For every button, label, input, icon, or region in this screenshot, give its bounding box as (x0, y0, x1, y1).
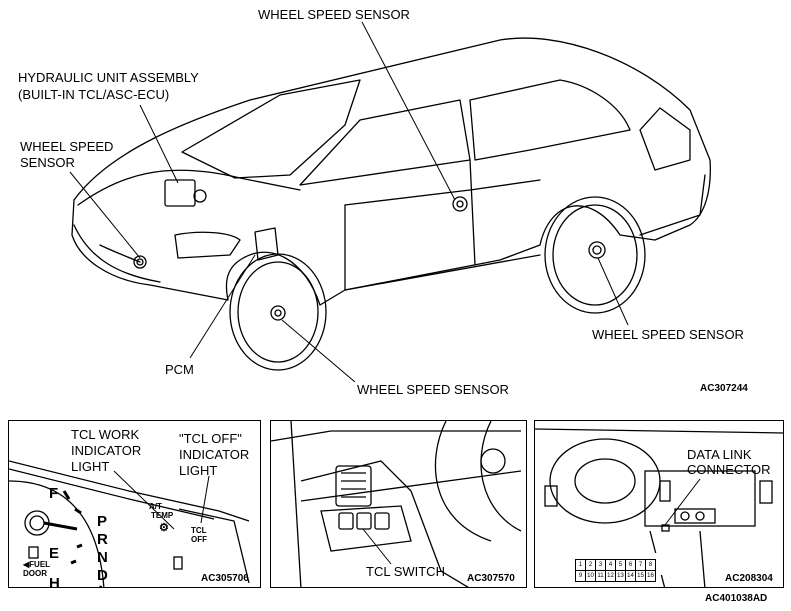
tcl-work-line1: TCL WORK (71, 427, 140, 442)
gear-r: R (97, 531, 108, 548)
dlc-pin: 16 (645, 570, 656, 582)
label-hydraulic-unit-line2: (BUILT-IN TCL/ASC-ECU) (18, 87, 170, 102)
figure-code: AC401038AD (705, 593, 768, 604)
label-bottom-wheel-speed-sensor: WHEEL SPEED SENSOR (357, 382, 509, 397)
main-figure-code: AC307244 (700, 383, 748, 394)
gear-p: P (97, 513, 108, 530)
gear-dash: - (99, 581, 103, 588)
fuel-gauge-f: F (49, 485, 59, 502)
tcl-off-line2: INDICATOR (179, 447, 250, 462)
hydraulic-unit (164, 179, 196, 207)
sensor-rear-right (588, 241, 606, 259)
label-hydraulic-unit-line1: HYDRAULIC UNIT ASSEMBLY (18, 70, 199, 85)
tcl-off-line3: LIGHT (179, 463, 218, 478)
panel2-code: AC307570 (467, 573, 515, 584)
tcl-indicator-icon: ⚙ (159, 522, 169, 534)
sensor-front-bottom (270, 305, 286, 321)
fuel-door-line1: ◀FUEL (23, 560, 51, 569)
label-left-wss-line2: SENSOR (20, 155, 75, 170)
sensor-rear-top (452, 196, 468, 212)
panel-instrument-cluster: TCL WORK INDICATOR LIGHT "TCL OFF" INDIC… (8, 420, 261, 588)
dlc-label-line2: CONNECTOR (687, 462, 771, 477)
label-top-wheel-speed-sensor: WHEEL SPEED SENSOR (258, 7, 410, 22)
panel1-code: AC305706 (201, 573, 249, 584)
sensor-front-left (133, 255, 147, 269)
at-temp-line1: A/T (149, 502, 162, 511)
fuel-gauge-h: H (49, 575, 60, 588)
tcl-switch-label: TCL SWITCH (366, 564, 445, 579)
panel-tcl-switch: TCL SWITCH AC307570 (270, 420, 527, 588)
panel3-code: AC208304 (725, 573, 773, 584)
label-pcm: PCM (165, 362, 194, 377)
at-temp-line2: TEMP (151, 511, 174, 520)
tcl-work-line2: INDICATOR (71, 443, 142, 458)
fuel-gauge-e: E (49, 545, 60, 562)
pcm-box (254, 227, 279, 261)
tcl-off-line1: "TCL OFF" (179, 431, 242, 446)
dlc-label-line1: DATA LINK (687, 447, 752, 462)
tcl-off-line-a: TCL (191, 526, 207, 535)
label-right-wheel-speed-sensor: WHEEL SPEED SENSOR (592, 327, 744, 342)
gear-d: D (97, 567, 108, 584)
fuel-door-line2: DOOR (23, 569, 47, 578)
gear-n: N (97, 549, 108, 566)
tcl-off-line-b: OFF (191, 535, 207, 544)
vehicle-body-outline (71, 37, 711, 306)
label-left-wss-line1: WHEEL SPEED (20, 139, 114, 154)
tcl-work-line3: LIGHT (71, 459, 110, 474)
